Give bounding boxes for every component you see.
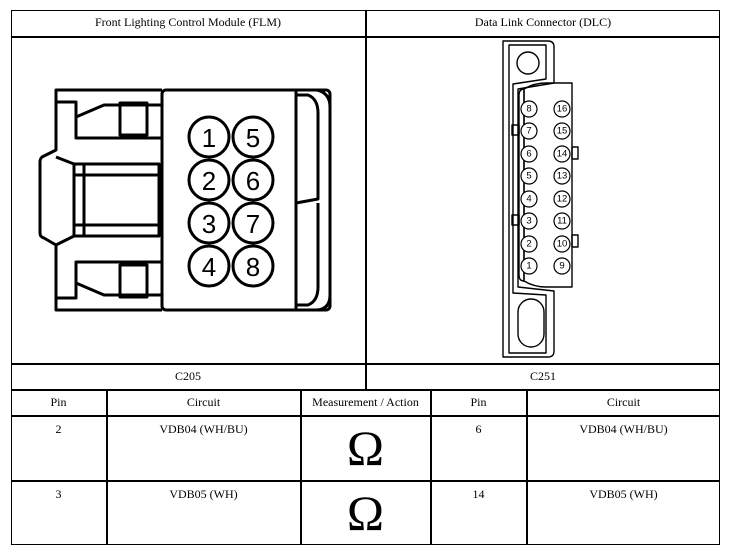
grid-line <box>365 10 367 390</box>
dlc-pin-13: 13 <box>557 171 568 182</box>
dlc-pin-10: 10 <box>557 239 568 250</box>
dlc-pin-11: 11 <box>557 216 567 227</box>
flm-pin-3: 3 <box>202 209 216 239</box>
ohm-measurement-icon: Ω <box>346 485 385 541</box>
dlc-pin-12: 12 <box>557 194 568 205</box>
flm-pin-2: 2 <box>202 166 216 196</box>
row-circuit-b: VDB04 (WH/BU) <box>579 422 668 436</box>
dlc-pin-7: 7 <box>526 126 531 137</box>
row-circuit-a: VDB05 (WH) <box>169 487 238 501</box>
flm-pin-6: 6 <box>246 166 260 196</box>
dlc-pin-5: 5 <box>526 171 531 182</box>
row-pin-b: 14 <box>472 487 485 501</box>
flm-pin-4: 4 <box>202 252 216 282</box>
flm-pin-1: 1 <box>202 123 216 153</box>
table-header-circuit-a: Circuit <box>186 395 221 409</box>
row-pin-a: 2 <box>55 422 62 436</box>
dlc-pin-14: 14 <box>557 149 568 160</box>
row-circuit-a: VDB04 (WH/BU) <box>159 422 248 436</box>
flm-connector-label: C205 <box>174 369 201 383</box>
grid-line <box>300 389 302 545</box>
grid-line <box>526 389 528 545</box>
flm-pin-8: 8 <box>246 252 260 282</box>
row-pin-a: 3 <box>55 487 62 501</box>
dlc-pin-16: 16 <box>557 104 568 115</box>
dlc-pin-3: 3 <box>526 216 531 227</box>
ohm-measurement-icon: Ω <box>346 420 385 476</box>
flm-connector-drawing: 1 2 3 4 5 6 7 8 <box>38 88 332 312</box>
grid-line <box>11 415 720 417</box>
dlc-pin-4: 4 <box>526 194 531 205</box>
row-circuit-b: VDB05 (WH) <box>589 487 658 501</box>
dlc-pin-8: 8 <box>526 104 531 115</box>
dlc-connector-drawing: 8 7 6 5 4 3 2 1 16 15 14 13 12 11 10 9 <box>502 40 579 358</box>
grid-line <box>430 389 432 545</box>
dlc-pin-15: 15 <box>557 126 568 137</box>
dlc-connector-label: C251 <box>529 369 556 383</box>
dlc-pin-2: 2 <box>526 239 531 250</box>
table-header-circuit-b: Circuit <box>606 395 641 409</box>
dlc-connector-title: Data Link Connector (DLC) <box>474 15 612 29</box>
table-header-pin-a: Pin <box>50 395 67 409</box>
table-header-pin-b: Pin <box>470 395 487 409</box>
grid-line <box>106 389 108 545</box>
flm-pin-5: 5 <box>246 123 260 153</box>
flm-pin-7: 7 <box>246 209 260 239</box>
dlc-pin-1: 1 <box>526 261 531 272</box>
table-header-measurement: Measurement / Action <box>312 395 419 409</box>
dlc-pin-9: 9 <box>559 261 564 272</box>
flm-connector-title: Front Lighting Control Module (FLM) <box>95 15 281 29</box>
grid-line <box>11 480 720 482</box>
row-pin-b: 6 <box>475 422 482 436</box>
dlc-pin-6: 6 <box>526 149 531 160</box>
